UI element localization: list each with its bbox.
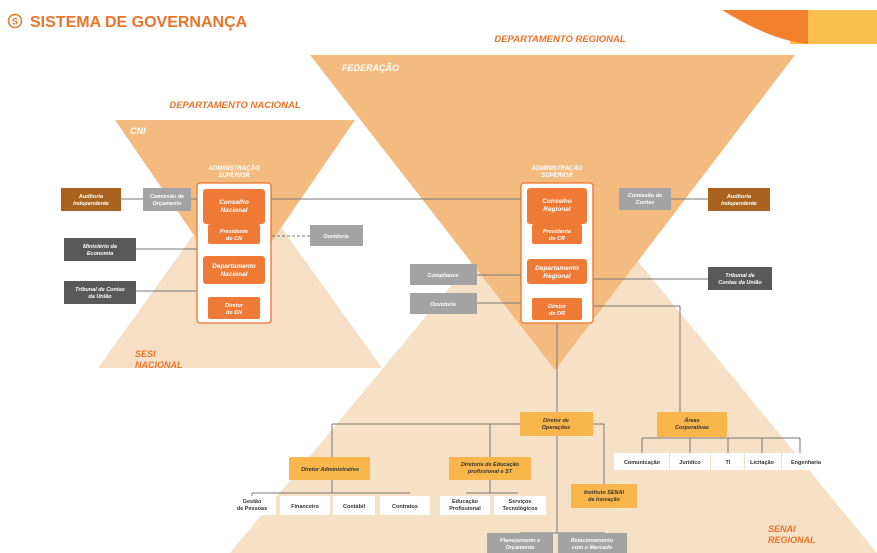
svg-text:Ouvidoria: Ouvidoria: [323, 234, 349, 240]
admin-item-financeiro[interactable]: Financeiro: [280, 496, 330, 515]
admin-item-contratos[interactable]: Contratos: [380, 496, 430, 515]
svg-text:Compliance: Compliance: [427, 273, 458, 279]
corporativas-item-juridico[interactable]: Jurídico: [670, 453, 710, 470]
svg-text:Ouvidoria: Ouvidoria: [430, 302, 456, 308]
svg-text:Comunicação: Comunicação: [624, 460, 661, 466]
svg-text:Licitação: Licitação: [750, 460, 774, 466]
svg-text:Contratos: Contratos: [392, 504, 418, 510]
svg-text:Diretor Administrativo: Diretor Administrativo: [301, 467, 360, 473]
svg-text:TI: TI: [726, 460, 731, 466]
corporativas-item-comunicacao[interactable]: Comunicação: [614, 453, 669, 470]
national-ouvidoria-box[interactable]: Ouvidoria: [310, 225, 363, 246]
page-title: SISTEMA DE GOVERNANÇA: [30, 14, 248, 31]
diretor-administrativo-box[interactable]: Diretor Administrativo: [289, 457, 370, 480]
svg-text:Engenharia: Engenharia: [791, 460, 822, 466]
admin-item-contabil[interactable]: Contábil: [333, 496, 375, 515]
logo-icon: [7, 13, 23, 29]
corporativas-item-engenharia[interactable]: Engenharia: [782, 453, 830, 470]
corporativas-item-ti[interactable]: TI: [711, 453, 744, 470]
logo-letter: S: [12, 17, 18, 27]
corporativas-item-licitacao[interactable]: Licitação: [745, 453, 781, 470]
region-label-federacao: FEDERAÇÃO: [342, 63, 399, 73]
regional-ouvidoria-box[interactable]: Ouvidoria: [410, 293, 477, 314]
region-label-departamento-nacional: DEPARTAMENTO NACIONAL: [169, 100, 300, 111]
region-label-departamento-regional: DEPARTAMENTO REGIONAL: [494, 34, 625, 45]
svg-text:Financeiro: Financeiro: [291, 504, 319, 510]
region-label-cni: CNI: [130, 126, 146, 136]
regional-compliance-box[interactable]: Compliance: [410, 264, 477, 285]
svg-text:Contábil: Contábil: [343, 504, 365, 510]
corner-decoration-orange: [722, 10, 808, 44]
svg-text:Jurídico: Jurídico: [679, 460, 701, 466]
